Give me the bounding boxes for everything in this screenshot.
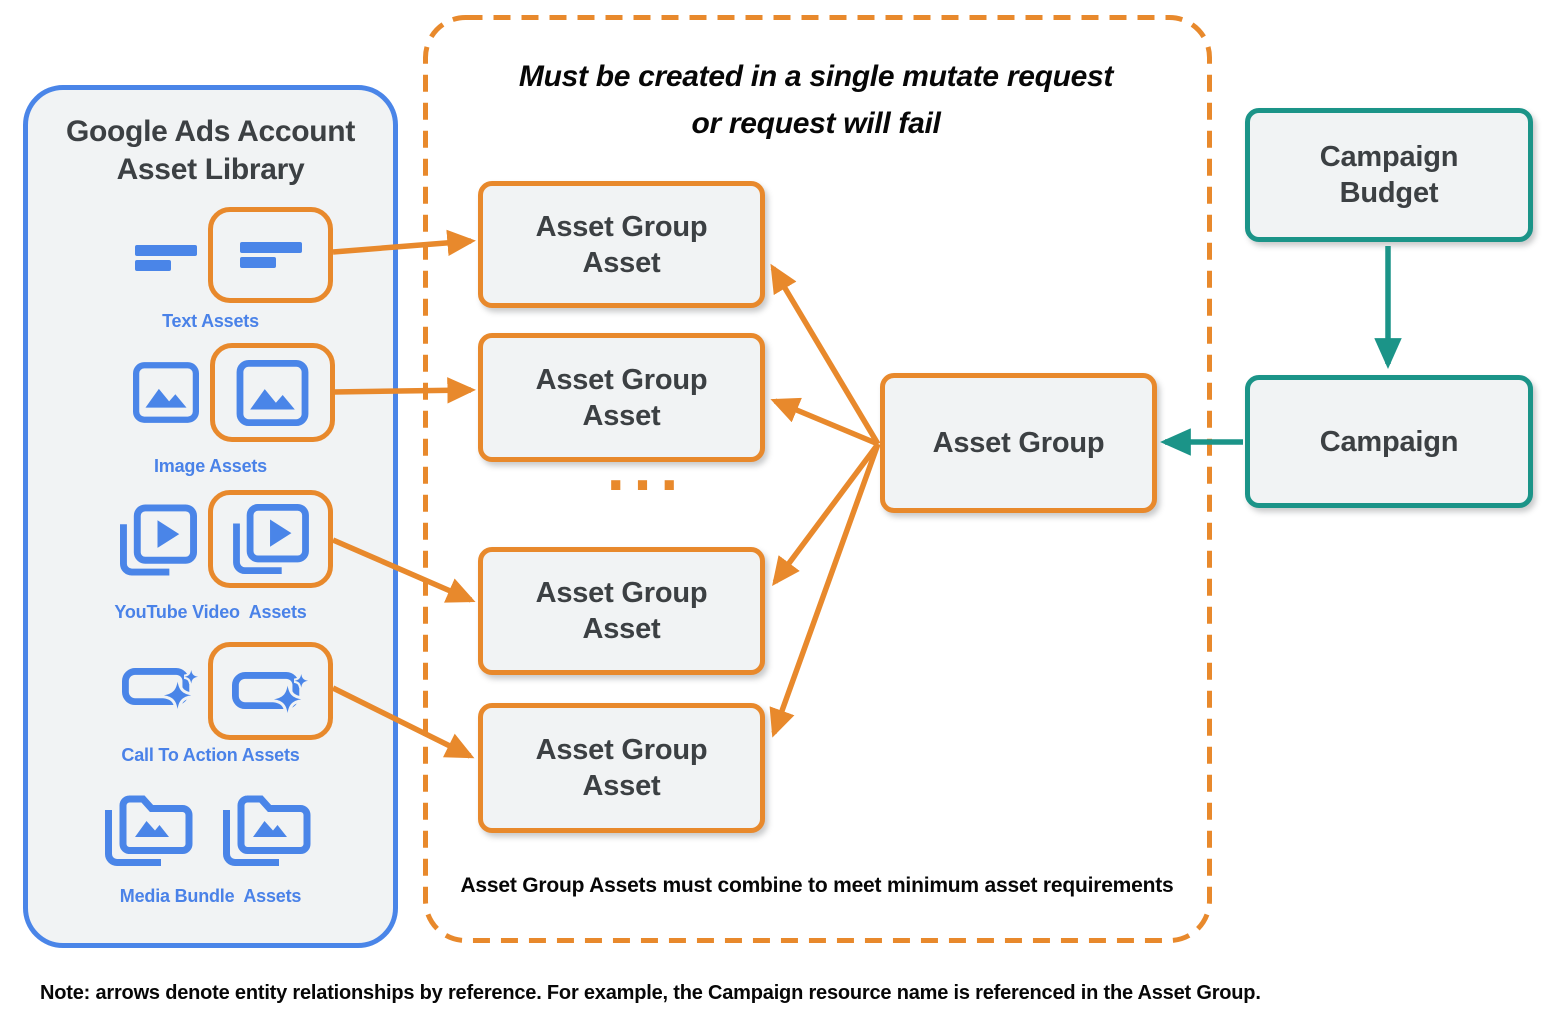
asset-group-asset-label: Asset Group Asset: [535, 210, 708, 279]
campaign-label: Campaign: [1319, 425, 1459, 458]
asset-group-box: Asset Group: [880, 373, 1157, 513]
arrow-asset-group-to-asset-group-asset-3: [772, 442, 881, 586]
mutate-requirements-caption: Asset Group Assets must combine to meet …: [460, 874, 1174, 897]
image-asset-icon: [133, 358, 199, 427]
image-asset-frame: [210, 343, 335, 442]
call-to-action-asset-icon: [122, 666, 200, 709]
media-bundle-asset-icon: [223, 788, 311, 866]
youtube-video-asset-frame: [208, 490, 333, 588]
asset-group-label: Asset Group: [932, 427, 1105, 459]
arrow-asset-group-to-asset-group-asset-4: [769, 443, 881, 738]
text-asset-frame: [208, 207, 333, 303]
asset-group-asset-label: Asset Group Asset: [535, 577, 708, 645]
asset-group-asset-label: Asset Group Asset: [535, 363, 708, 432]
campaign-budget-label: Campaign Budget: [1319, 141, 1459, 209]
asset-library-title: Google Ads Account Asset Library: [65, 115, 356, 186]
image-asset-icon: [236, 359, 309, 426]
asset-library-panel: Google Ads Account Asset Library Text As…: [23, 85, 398, 948]
mutate-request-title: Must be created in a single mutate reque…: [436, 53, 1196, 147]
call-to-action-asset-frame: [208, 642, 333, 740]
image-assets-label: Image Assets: [154, 456, 267, 476]
arrow-asset-group-to-asset-group-asset-1: [770, 263, 881, 446]
text-asset-icon: [135, 245, 197, 271]
youtube-video-asset-icon: [232, 504, 309, 574]
mutate-request-title-line2: or request will fail: [691, 107, 941, 140]
asset-group-asset-box-3: Asset Group Asset: [478, 547, 765, 675]
text-assets-label: Text Assets: [162, 311, 259, 331]
mutate-request-title-line1: Must be created in a single mutate reque…: [518, 60, 1114, 93]
call-to-action-assets-label: Call To Action Assets: [121, 745, 300, 765]
asset-group-asset-box-4: Asset Group Asset: [478, 703, 765, 833]
youtube-video-asset-icon: [120, 502, 197, 578]
campaign-budget-box: Campaign Budget: [1245, 108, 1533, 242]
youtube-video-assets-label: YouTube Video Assets: [114, 602, 307, 622]
text-asset-icon: [239, 242, 302, 268]
asset-group-asset-label: Asset Group Asset: [535, 734, 708, 802]
reference-note: Note: arrows denote entity relationships…: [40, 982, 1261, 1004]
call-to-action-asset-icon: [231, 671, 308, 713]
media-bundle-asset-icon: [105, 788, 193, 866]
campaign-box: Campaign: [1245, 375, 1533, 508]
asset-group-asset-box-1: Asset Group Asset: [478, 181, 765, 308]
more-assets-ellipsis: ...: [605, 443, 687, 503]
arrow-asset-group-to-asset-group-asset-2: [770, 397, 880, 447]
media-bundle-assets-label: Media Bundle Assets: [119, 886, 302, 906]
